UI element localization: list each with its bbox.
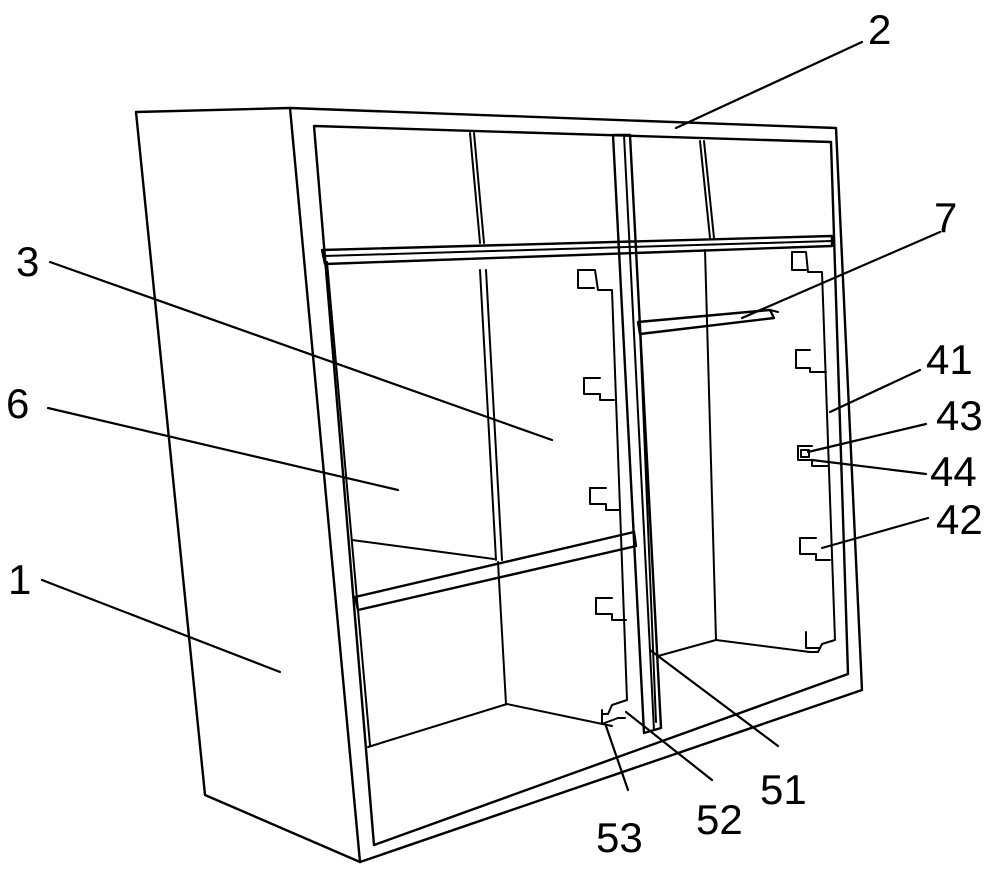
leader-2 bbox=[676, 42, 862, 128]
leader-6 bbox=[48, 408, 398, 490]
label-41: 41 bbox=[926, 336, 973, 383]
leader-41 bbox=[830, 370, 920, 412]
label-6: 6 bbox=[6, 380, 29, 427]
label-52: 52 bbox=[696, 796, 743, 843]
upper-shelf bbox=[322, 236, 832, 264]
label-2: 2 bbox=[868, 6, 891, 53]
right-bay bbox=[640, 250, 810, 722]
left-bay bbox=[368, 270, 612, 747]
top-dividers bbox=[470, 133, 714, 243]
label-44: 44 bbox=[930, 448, 977, 495]
center-divider bbox=[613, 135, 661, 733]
label-42: 42 bbox=[936, 496, 983, 543]
side-panel bbox=[136, 108, 360, 862]
right-stepped-rail bbox=[792, 252, 835, 652]
label-51: 51 bbox=[760, 766, 807, 813]
leader-51 bbox=[650, 650, 778, 746]
label-53: 53 bbox=[596, 814, 643, 861]
leader-1 bbox=[42, 580, 280, 672]
leader-43 bbox=[808, 424, 926, 452]
leader-3 bbox=[50, 262, 552, 440]
leader-lines bbox=[42, 42, 940, 790]
leader-42 bbox=[822, 518, 928, 548]
label-7: 7 bbox=[934, 194, 957, 241]
label-3: 3 bbox=[16, 238, 39, 285]
leader-53 bbox=[606, 726, 628, 790]
left-bay-side bbox=[327, 262, 370, 745]
left-stepped-rail bbox=[578, 270, 627, 724]
label-1: 1 bbox=[8, 556, 31, 603]
lower-shelf-left bbox=[352, 532, 636, 610]
label-43: 43 bbox=[936, 392, 983, 439]
